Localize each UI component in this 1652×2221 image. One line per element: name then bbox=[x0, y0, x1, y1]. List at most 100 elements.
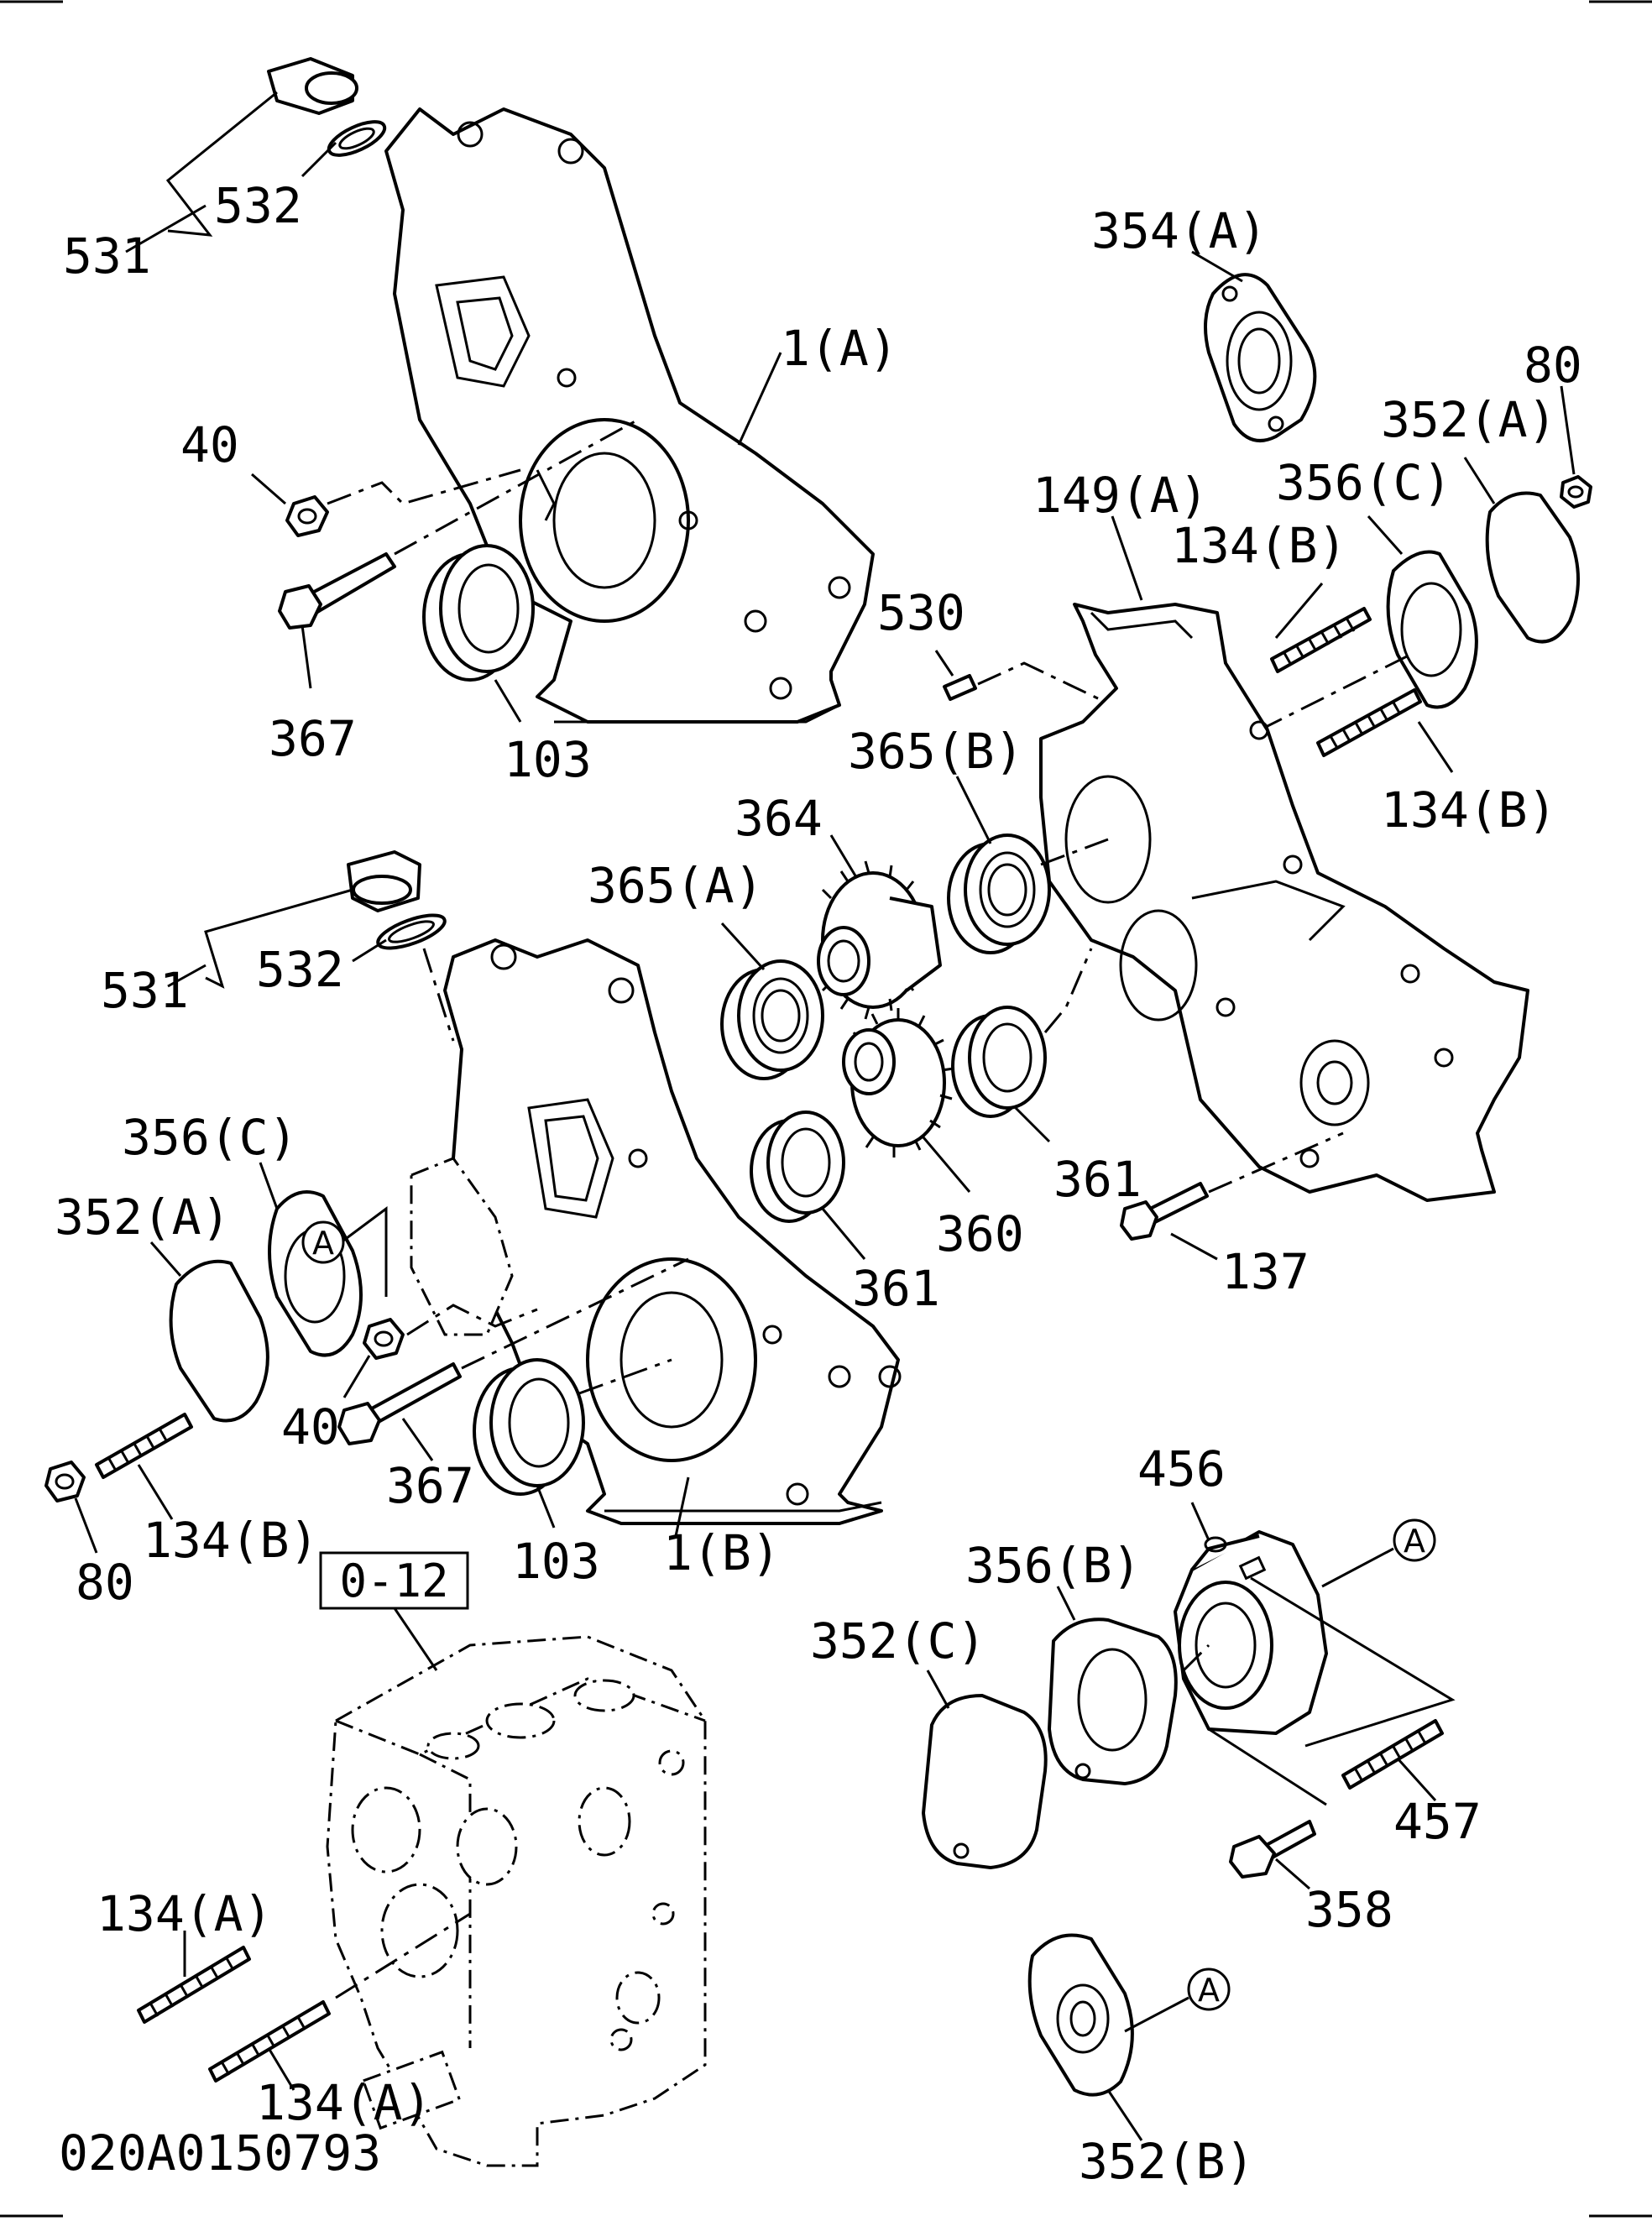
label-531-mid: 531 bbox=[101, 962, 189, 1019]
label-352b: 352(B) bbox=[1079, 2133, 1255, 2190]
label-103-mid: 103 bbox=[512, 1533, 600, 1590]
gasket-356b-drawing bbox=[1048, 1617, 1178, 1785]
leader-149a bbox=[1111, 515, 1143, 601]
oil-seal-103-top-drawing bbox=[422, 544, 535, 682]
nut-40-mid-drawing bbox=[363, 1318, 405, 1360]
cover-352a-top-drawing bbox=[1485, 491, 1580, 644]
assembly-line-356b bbox=[1182, 1644, 1210, 1672]
bearing-361-right-drawing bbox=[951, 1006, 1047, 1118]
label-40-top: 40 bbox=[180, 416, 239, 473]
label-80-top: 80 bbox=[1524, 337, 1582, 394]
label-365a: 365(A) bbox=[588, 857, 764, 914]
leader-356c-top bbox=[1367, 515, 1404, 555]
circle-marker-a-right-text: A bbox=[1404, 1523, 1425, 1560]
leader-352a-top bbox=[1463, 457, 1496, 504]
callout-bracket-531-top bbox=[165, 91, 278, 237]
bearing-365a-drawing bbox=[720, 959, 824, 1080]
stud-134a-top-drawing bbox=[137, 1946, 251, 2024]
assembly-line-137 bbox=[1208, 1131, 1344, 1194]
oil-filler-cap-top-drawing bbox=[267, 57, 387, 157]
label-532-mid: 532 bbox=[256, 941, 344, 998]
callout-bracket-a-mid bbox=[342, 1206, 388, 1297]
label-134a-bottom: 134(A) bbox=[256, 2074, 432, 2131]
label-134a-top: 134(A) bbox=[97, 1885, 273, 1942]
leader-354a bbox=[1191, 250, 1243, 283]
cover-352c-drawing bbox=[922, 1694, 1048, 1869]
leader-137 bbox=[1170, 1232, 1218, 1261]
assembly-line-361 bbox=[1043, 948, 1093, 1033]
label-364: 364 bbox=[735, 790, 823, 847]
label-80-mid: 80 bbox=[76, 1554, 134, 1611]
label-134b-mid: 134(B) bbox=[143, 1512, 319, 1569]
leader-circle-a-right bbox=[1321, 1547, 1394, 1588]
stud-134b-mid-drawing bbox=[95, 1413, 193, 1479]
label-530: 530 bbox=[877, 584, 965, 641]
leader-358 bbox=[1275, 1858, 1310, 1890]
assembly-line-134a bbox=[335, 1912, 471, 1999]
engine-block-reference-drawing bbox=[326, 1635, 707, 2167]
label-361-right: 361 bbox=[1053, 1151, 1142, 1208]
part-labels: 531 532 1(A) 40 367 103 354(A) 80 352(A)… bbox=[55, 177, 1582, 2190]
reference-box-0-12: 0-12 bbox=[319, 1551, 469, 1610]
leader-40-mid bbox=[342, 1355, 371, 1398]
label-365b: 365(B) bbox=[848, 723, 1024, 780]
housing-456-drawing bbox=[1174, 1530, 1328, 1735]
leader-103-mid bbox=[536, 1485, 556, 1529]
label-531-top: 531 bbox=[63, 227, 151, 285]
stud-134b-top1-drawing bbox=[1270, 607, 1372, 673]
label-103-top: 103 bbox=[504, 731, 592, 788]
reference-box-text: 0-12 bbox=[339, 1555, 448, 1607]
oil-seal-103-mid-drawing bbox=[473, 1358, 585, 1496]
label-352c: 352(C) bbox=[810, 1612, 986, 1670]
leader-530 bbox=[934, 650, 954, 677]
bolt-358-drawing bbox=[1229, 1820, 1316, 1879]
leader-134b-top1 bbox=[1274, 583, 1324, 639]
label-134b-top2: 134(B) bbox=[1381, 781, 1557, 839]
circle-marker-a-mid-text: A bbox=[312, 1225, 334, 1262]
dowel-530-drawing bbox=[943, 674, 977, 701]
leader-reference-box bbox=[393, 1607, 438, 1671]
leader-364 bbox=[829, 834, 858, 878]
circle-marker-a-bottom-text: A bbox=[1198, 1972, 1220, 2009]
circle-marker-a-right: A bbox=[1393, 1518, 1436, 1562]
leader-531-mid bbox=[167, 964, 206, 988]
leader-352b bbox=[1106, 2089, 1143, 2141]
label-356b: 356(B) bbox=[965, 1537, 1142, 1594]
leader-365b bbox=[955, 776, 992, 844]
leader-361-left bbox=[821, 1208, 866, 1260]
leader-361-right bbox=[1014, 1106, 1051, 1143]
diagram-id: 020A0150793 bbox=[59, 2124, 381, 2182]
leader-80-mid bbox=[74, 1497, 98, 1554]
leader-134b-mid bbox=[137, 1464, 174, 1520]
leader-134b-top2 bbox=[1417, 721, 1454, 773]
assembly-line-40-top bbox=[327, 468, 521, 505]
leader-40-top bbox=[251, 473, 286, 505]
label-149a: 149(A) bbox=[1032, 467, 1209, 524]
leader-456 bbox=[1190, 1502, 1210, 1541]
label-354a: 354(A) bbox=[1091, 202, 1268, 259]
stud-134a-bottom-drawing bbox=[208, 2000, 331, 2083]
assembly-line-134b bbox=[1258, 653, 1411, 732]
leader-134a-bottom bbox=[267, 2047, 295, 2091]
nut-80-top-drawing bbox=[1560, 475, 1592, 509]
assembly-line-365b bbox=[1040, 838, 1109, 866]
cover-352a-mid-drawing bbox=[169, 1259, 269, 1423]
assembly-line-358 bbox=[1208, 1727, 1327, 1806]
label-134b-top1: 134(B) bbox=[1171, 517, 1347, 574]
callout-bracket-457 bbox=[1250, 1576, 1456, 1748]
oil-filler-cap-mid-drawing bbox=[347, 850, 447, 950]
label-456: 456 bbox=[1137, 1440, 1226, 1497]
leader-365a bbox=[720, 922, 766, 971]
leader-367-top bbox=[301, 624, 312, 689]
bolt-367-top-drawing bbox=[278, 552, 396, 630]
callout-bracket-531-mid bbox=[204, 888, 353, 989]
stud-134b-top2-drawing bbox=[1316, 688, 1422, 757]
nut-40-top-drawing bbox=[285, 495, 329, 537]
assembly-line-cap-mid bbox=[422, 948, 455, 1042]
leader-356c-mid bbox=[259, 1162, 279, 1210]
label-352a-mid: 352(A) bbox=[55, 1189, 231, 1246]
bolt-367-mid-drawing bbox=[337, 1362, 462, 1445]
leader-circle-a-bottom bbox=[1124, 1996, 1189, 2033]
